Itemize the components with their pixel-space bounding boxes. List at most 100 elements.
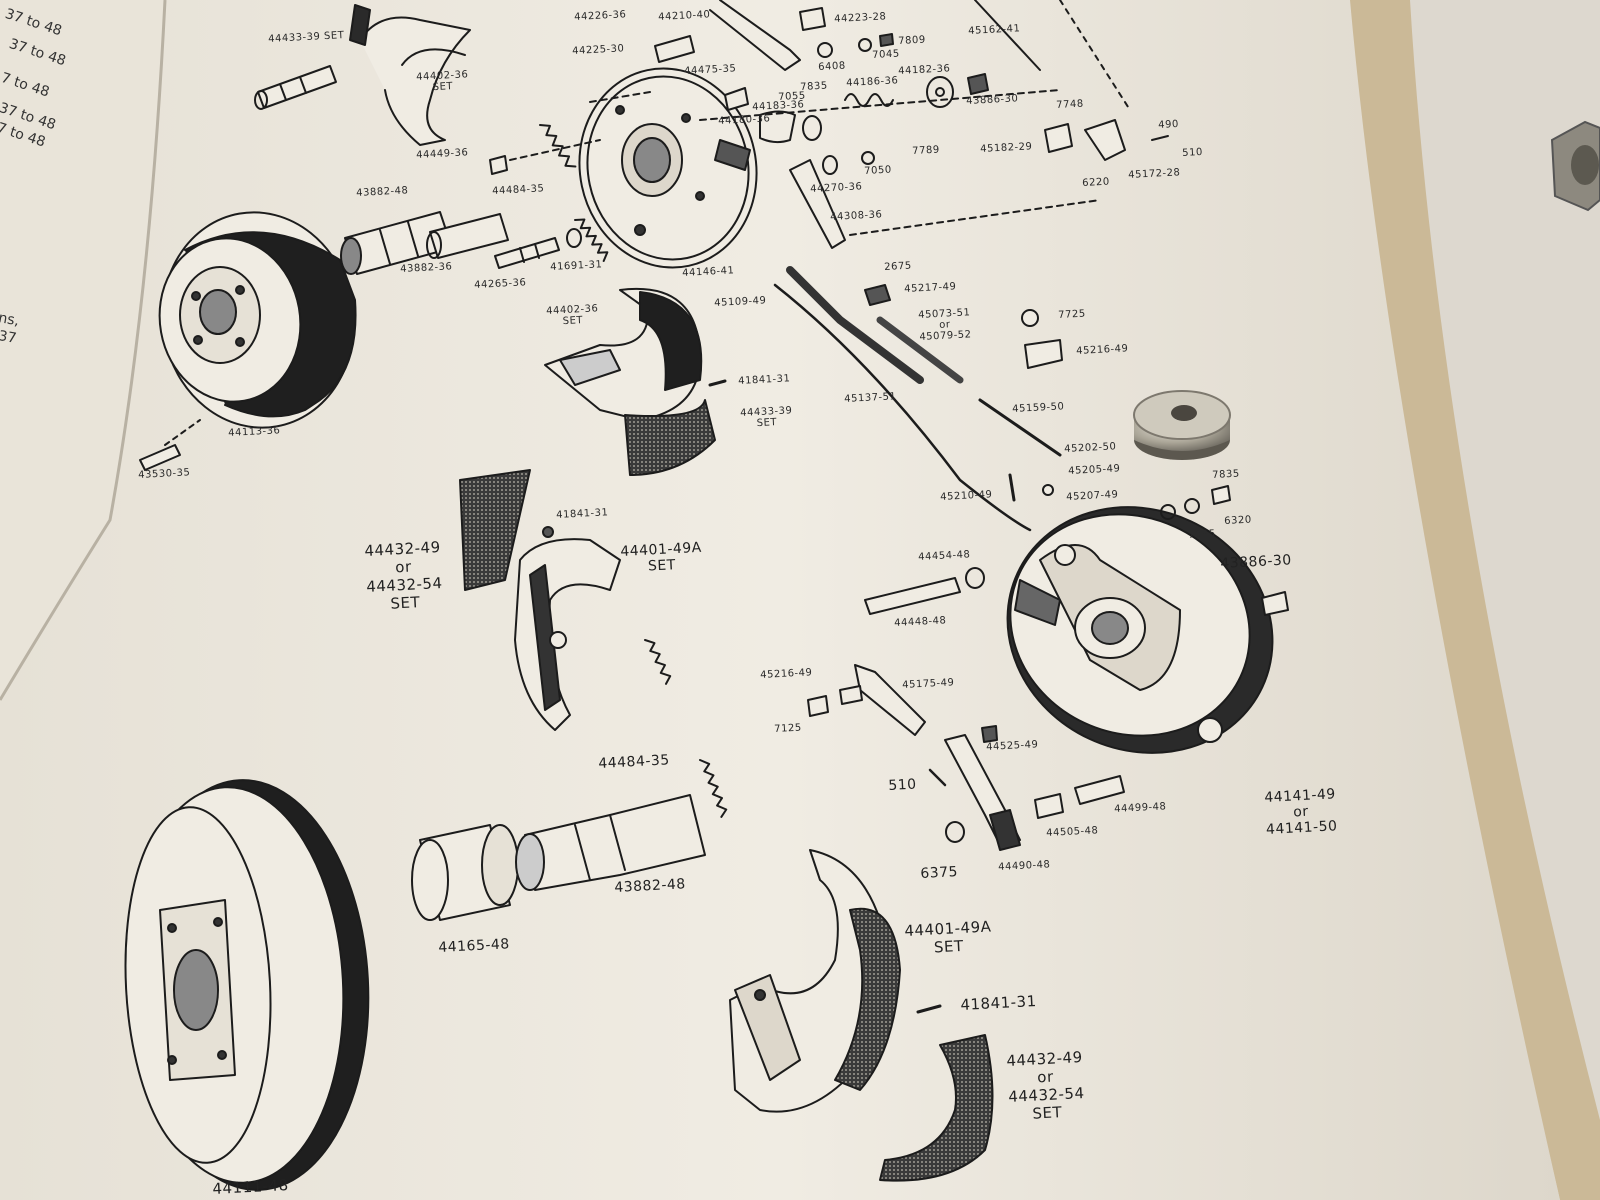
leader-rod [1059, 0, 1131, 111]
pin-44448 [864, 577, 961, 615]
washer-44-ring [1184, 498, 1200, 514]
brake-drum-lower [124, 779, 370, 1191]
washer-7045 [858, 38, 872, 52]
hex-nut-on-table [1550, 120, 1600, 212]
washer-6375 [945, 821, 965, 843]
brake-drum-upper [158, 211, 357, 429]
part-label: 7835 [1212, 468, 1240, 481]
nut-7125 [807, 695, 829, 717]
cam-44475 [724, 87, 749, 111]
leader-drum [164, 419, 201, 446]
nut-7725 [1021, 309, 1039, 327]
lining-44432-upper [459, 469, 531, 591]
catalog-page [0, 0, 1560, 1200]
rod-45162 [974, 0, 1041, 71]
part-label: 7809 [898, 34, 926, 47]
pin-490 [1151, 135, 1169, 141]
left-page [0, 0, 165, 700]
lining-44433 [624, 399, 716, 476]
part-label: 6375 [920, 864, 959, 882]
nut-43886 [1261, 591, 1289, 616]
part-label: 2675 [884, 260, 912, 273]
book-edge [1330, 0, 1600, 1200]
spacer-nut-photo [1133, 390, 1231, 460]
nut-45207 [1042, 484, 1054, 496]
nut-6320 [1211, 485, 1231, 505]
backing-plate-44141 [1006, 506, 1274, 754]
washer-7050 [861, 151, 875, 165]
part-label: 7748 [1056, 98, 1084, 111]
brake-shoe-44401-upper [514, 538, 621, 731]
spring-44484-a [644, 639, 672, 685]
margin-note-6: ns, [0, 310, 21, 330]
washer-44182 [926, 76, 954, 108]
gutter-line [0, 0, 167, 701]
cable-45109 [773, 283, 1032, 532]
washer-7055 [1160, 504, 1176, 520]
anchor-pin-top [254, 65, 337, 110]
clip-45216-top [1024, 339, 1063, 369]
rivet-41841-b [542, 526, 554, 538]
pin-44505 [1034, 793, 1064, 819]
brake-shoe-mid [544, 287, 703, 421]
return-spring-top-a [539, 124, 577, 168]
plastic-sheet [1390, 0, 1600, 1200]
brake-shoe-44401-lower [729, 849, 901, 1113]
link-44308 [789, 159, 846, 249]
part-label: 6408 [818, 60, 846, 73]
cable-end-45159 [978, 398, 1062, 457]
washer-6408 [817, 42, 833, 58]
clip-45216 [839, 685, 863, 705]
part-label: 7045 [872, 48, 900, 61]
leader-top-a [589, 91, 651, 103]
rivet-41841-a [708, 379, 727, 387]
part-label: 7050 [864, 164, 892, 177]
part-label: 7125 [774, 722, 802, 735]
cable-conduit [786, 266, 924, 384]
bolt-44525 [981, 725, 998, 743]
washer-41691 [566, 228, 582, 248]
conduit-45073 [876, 316, 964, 384]
part-label: 6220 [1082, 176, 1110, 189]
spring-44484-b [699, 759, 728, 818]
pin-510 [928, 768, 947, 787]
nut-7809 [879, 33, 894, 47]
adjusting-stud [494, 237, 560, 269]
bushing-44165 [411, 824, 519, 921]
part-label: 510 [1182, 146, 1204, 159]
return-spring-top-b [574, 218, 609, 262]
washer-44454 [965, 567, 985, 589]
leader-top-c [699, 89, 1061, 121]
nut-43886-top [967, 73, 989, 95]
nut-45182 [1044, 123, 1073, 153]
washer-44270 [822, 155, 838, 175]
part-label: 7835 [800, 80, 828, 93]
spring-44186 [844, 93, 894, 107]
leader-top-d [849, 199, 1101, 236]
bolt-44225 [654, 35, 695, 63]
bolt-44449 [489, 155, 508, 175]
clevis-45172 [1084, 119, 1126, 161]
pin-44499 [1074, 775, 1125, 805]
margin-note-7: 37 [0, 328, 18, 347]
part-label: 7725 [1058, 308, 1086, 321]
lining-44432-lower [879, 1034, 994, 1182]
brake-shoe-top-web [401, 48, 466, 66]
washer-44183 [802, 115, 822, 141]
clip-45217 [864, 284, 891, 306]
rivet-41841-c [916, 1004, 942, 1014]
cam-shaft-top [340, 211, 453, 275]
lever-44210 [709, 0, 801, 71]
part-label: 6320 [1224, 514, 1252, 527]
